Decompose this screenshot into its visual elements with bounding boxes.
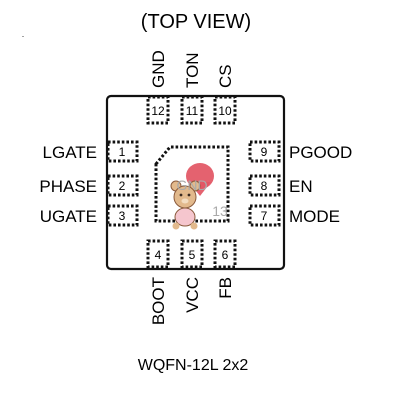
pin-number: 11 <box>186 104 199 118</box>
pin-pad <box>213 239 237 269</box>
pin-number: 10 <box>218 104 232 118</box>
bear-eye-left-icon <box>179 193 183 197</box>
pin-name: LGATE <box>43 143 97 162</box>
bear-paw-left-icon <box>172 222 180 230</box>
pin-pad <box>106 204 139 227</box>
pin-name: MODE <box>289 207 340 226</box>
pin-pad <box>180 95 204 125</box>
pin-number: 2 <box>119 179 126 193</box>
pin-number: 1 <box>119 145 126 159</box>
pin-pad <box>146 239 170 269</box>
pin-number: 6 <box>222 248 229 262</box>
pin-pad <box>248 140 281 163</box>
diagram-title: (TOP VIEW) <box>141 11 251 33</box>
stray-mark: - <box>22 34 24 40</box>
pin-number: 3 <box>119 209 126 223</box>
pin-number: 8 <box>261 179 268 193</box>
pin-name: BOOT <box>149 277 168 325</box>
pin-pad <box>180 239 204 269</box>
pin-name: PGOOD <box>289 143 352 162</box>
right-pins: 9 PGOOD 8 EN 7 MODE <box>248 140 352 227</box>
pin-pad <box>248 174 281 197</box>
bear-eye-right-icon <box>187 193 191 197</box>
pin-pad <box>106 174 139 197</box>
pin-name: EN <box>289 177 313 196</box>
package-caption: WQFN-12L 2x2 <box>138 357 249 374</box>
left-pins: 1 LGATE 2 PHASE 3 UGATE <box>39 140 139 227</box>
pin-name: GND <box>149 50 168 88</box>
pin-number: 12 <box>151 104 165 118</box>
bear-body-icon <box>174 207 196 227</box>
pin-name: PHASE <box>39 177 97 196</box>
bear-muzzle-icon <box>181 198 189 204</box>
pin-number: 7 <box>261 209 268 223</box>
pin-name: FB <box>216 277 235 299</box>
pin-number: 4 <box>155 248 162 262</box>
pin-name: CS <box>216 64 235 88</box>
pin-pad <box>248 204 281 227</box>
exposed-pad-label: GND <box>176 177 207 193</box>
bear-paw-right-icon <box>190 222 198 230</box>
pin-number: 5 <box>189 248 196 262</box>
pin-pad <box>106 140 139 163</box>
pin-name: VCC <box>183 277 202 313</box>
bottom-pins: 4 BOOT 5 VCC 6 FB <box>146 239 237 325</box>
pin-pad <box>213 95 237 125</box>
exposed-pad-outline <box>154 145 230 223</box>
top-pins: 12 GND 11 TON 10 CS <box>146 50 237 125</box>
mascot-sticker <box>170 163 214 230</box>
pin-pad <box>146 95 170 125</box>
pin-number: 9 <box>261 145 268 159</box>
pin-name: UGATE <box>40 207 97 226</box>
exposed-pad-number: 13 <box>212 203 228 219</box>
pin-name: TON <box>183 52 202 88</box>
